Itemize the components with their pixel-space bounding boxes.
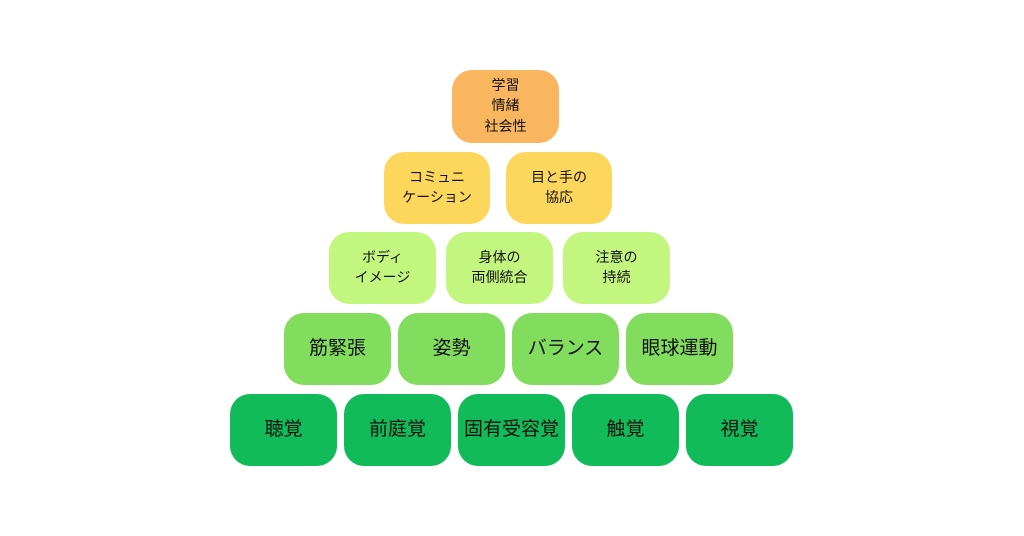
block-body-image: ボディ イメージ <box>329 232 436 304</box>
block-label-line: 目と手の <box>531 169 587 186</box>
block-label-line: ケーション <box>402 190 472 206</box>
block-auditory: 聴覚 <box>230 394 337 466</box>
block-bilateral-integration: 身体の 両側統合 <box>446 232 553 304</box>
block-label: 聴覚 <box>264 418 303 441</box>
block-tactile: 触覚 <box>572 394 679 466</box>
block-eye-hand-coordination: 目と手の 協応 <box>506 152 612 224</box>
block-label-line: 両側統合 <box>471 270 528 286</box>
block-communication: コミュニ ケーション <box>384 152 490 224</box>
block-label-line: ボディ <box>361 249 404 266</box>
block-label: 触覚 <box>606 418 645 441</box>
block-label: 眼球運動 <box>641 337 718 360</box>
block-label-line: イメージ <box>354 270 411 286</box>
block-label-line: 協応 <box>545 190 573 206</box>
block-label-line: 身体の <box>478 249 521 266</box>
block-eye-movement: 眼球運動 <box>626 313 733 385</box>
block-posture: 姿勢 <box>398 313 505 385</box>
block-balance: バランス <box>512 313 619 385</box>
block-sustained-attention: 注意の 持続 <box>563 232 670 304</box>
block-visual: 視覚 <box>686 394 793 466</box>
block-vestibular: 前庭覚 <box>344 394 451 466</box>
block-label: バランス <box>527 337 604 360</box>
block-muscle-tone: 筋緊張 <box>284 313 391 385</box>
block-learning-emotion-social: 学習 情緒 社会性 <box>452 70 559 143</box>
block-label: 筋緊張 <box>308 337 366 360</box>
block-label-line: 社会性 <box>484 118 527 135</box>
block-label: 視覚 <box>720 418 759 441</box>
block-label-line: 情緒 <box>491 98 520 115</box>
block-label-line: 学習 <box>491 78 520 95</box>
block-label: 姿勢 <box>432 337 471 360</box>
block-label-line: コミュニ <box>409 169 465 186</box>
block-label-line: 注意の <box>595 249 638 266</box>
block-label: 固有受容覚 <box>463 418 559 441</box>
block-label-line: 持続 <box>602 270 631 286</box>
block-proprioceptive: 固有受容覚 <box>458 394 565 466</box>
block-label: 前庭覚 <box>368 418 426 441</box>
